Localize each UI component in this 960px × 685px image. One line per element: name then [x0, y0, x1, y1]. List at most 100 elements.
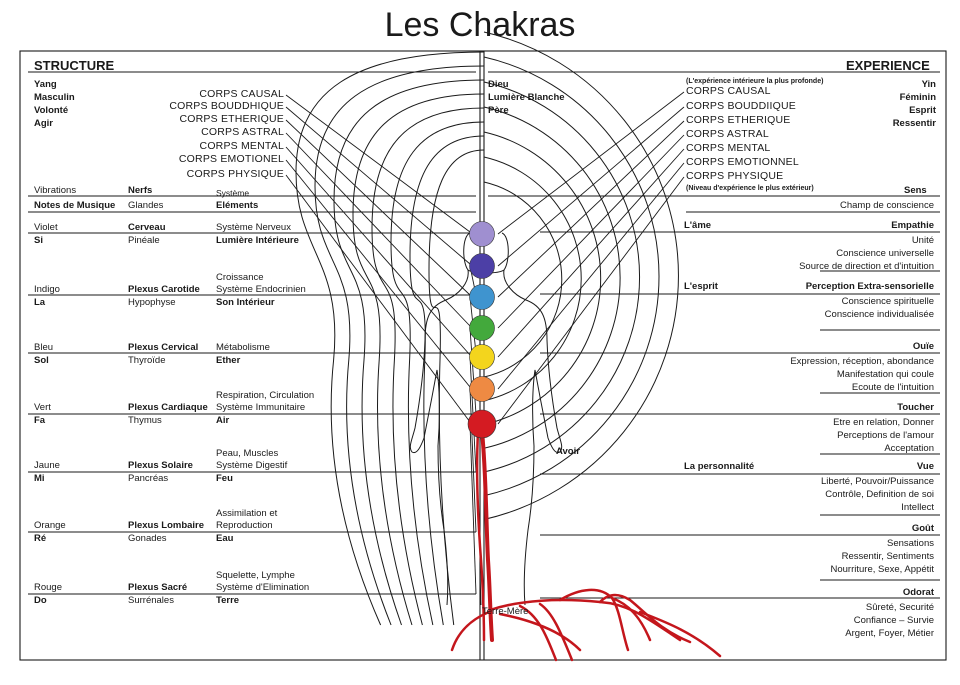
quality-yang: Yang — [34, 79, 57, 90]
sense-line: Argent, Foyer, Métier — [845, 628, 934, 639]
chakra-dots — [467, 221, 497, 439]
pere-label: Père — [488, 105, 509, 116]
chakra-dot — [467, 409, 497, 439]
music-note: Do — [34, 595, 47, 606]
sense-line: Liberté, Pouvoir/Puissance — [820, 476, 934, 487]
chakra-dot — [469, 344, 495, 370]
sense-line: Conscience universelle — [836, 248, 934, 259]
systeme: Peau, Muscles Système Digestif — [216, 448, 288, 471]
nerf: Plexus Lombaire — [128, 520, 205, 531]
right-body-label: CORPS BOUDDIIQUE — [686, 100, 796, 112]
root-system — [450, 430, 722, 662]
music-note: Ré — [34, 533, 47, 544]
sense-line: Ressentir, Sentiments — [841, 551, 934, 562]
col-nerfs: Nerfs — [128, 185, 153, 196]
sense-title: Goût — [911, 523, 934, 534]
sense-line: Sûreté, Securité — [865, 602, 934, 613]
nerf: Plexus Solaire — [128, 460, 193, 471]
quality-feminin: Féminin — [899, 92, 936, 103]
glande: Pinéale — [128, 235, 160, 246]
dieu-label: Dieu — [488, 79, 509, 90]
nerf: Plexus Cardiaque — [128, 402, 208, 413]
glande: Hypophyse — [128, 297, 176, 308]
sense-title: Ouïe — [912, 341, 934, 352]
col-elements: Eléments — [216, 200, 259, 211]
chakra-color: Rouge — [34, 582, 62, 593]
sense-line: Perceptions de l'amour — [837, 430, 934, 441]
page-title: Les Chakras — [384, 6, 576, 44]
sense-line: Source de direction et d'intuition — [799, 261, 934, 272]
left-qualities: Yang Masculin Volonté Agir — [34, 78, 75, 130]
sense-line: Conscience individualisée — [824, 309, 934, 320]
left-body-label: CORPS ASTRAL — [201, 126, 284, 138]
systeme: Système Nerveux — [216, 222, 291, 233]
col-notes: Notes de Musique — [34, 200, 116, 211]
right-qualities: Yin Féminin Esprit Ressentir — [880, 78, 936, 130]
chakra-dot — [469, 253, 495, 279]
dieu-block: Dieu Lumière Blanche Père — [488, 78, 565, 117]
chakra-color: Orange — [34, 520, 66, 531]
right-body-label: CORPS ETHERIQUE — [686, 114, 791, 126]
music-note: Mi — [34, 473, 45, 484]
left-body-label: CORPS PHYSIQUE — [186, 168, 284, 180]
chakra-color: Jaune — [34, 460, 60, 471]
left-body-label: CORPS CAUSAL — [199, 88, 284, 100]
sense-line: Acceptation — [884, 443, 934, 454]
sense-line: Etre en relation, Donner — [833, 417, 934, 428]
glande: Thyroïde — [128, 355, 166, 366]
left-body-label: CORPS ETHERIQUE — [179, 113, 284, 125]
chakra-color: Indigo — [34, 284, 60, 295]
sense-title: Toucher — [897, 402, 934, 413]
chakra-color: Violet — [34, 222, 58, 233]
right-body-label: CORPS MENTAL — [686, 142, 771, 154]
left-body-label: CORPS MENTAL — [199, 140, 284, 152]
quality-ressentir: Ressentir — [892, 118, 936, 129]
nerf: Plexus Carotide — [128, 284, 200, 295]
left-body-label: CORPS BOUDDHIQUE — [169, 100, 284, 112]
quality-masculin: Masculin — [34, 92, 75, 103]
music-note: La — [34, 297, 46, 308]
element: Terre — [216, 595, 240, 606]
systeme: Assimilation et Reproduction — [216, 508, 278, 531]
avoir-label: Avoir — [556, 446, 580, 457]
nerf: Plexus Cervical — [128, 342, 199, 353]
music-note: Si — [34, 235, 43, 246]
nerf: Cerveau — [128, 222, 166, 233]
col-glandes: Glandes — [128, 200, 164, 211]
music-note: Fa — [34, 415, 46, 426]
level-esprit: L'esprit — [684, 281, 718, 292]
element: Feu — [216, 473, 233, 484]
champ-label: Champ de conscience — [840, 200, 934, 211]
sens-label: Sens — [904, 185, 927, 196]
col-vibrations: Vibrations — [34, 185, 77, 196]
element: Lumière Intérieure — [216, 235, 299, 246]
glande: Pancréas — [128, 473, 169, 484]
glande: Gonades — [128, 533, 167, 544]
sense-title: Perception Extra-sensorielle — [805, 281, 934, 292]
chakra-dot — [469, 221, 495, 247]
level-ame: L'âme — [684, 220, 712, 231]
glande: Surrénales — [128, 595, 174, 606]
chakra-dot — [469, 315, 495, 341]
level-personnalite: La personnalité — [684, 461, 755, 472]
systeme: Croissance Système Endocrinien — [216, 272, 306, 295]
col-systeme: Système — [216, 188, 250, 198]
bottom-note: (Niveau d'expérience le plus extérieur) — [686, 185, 814, 192]
sense-line: Ecoute de l'intuition — [851, 382, 934, 393]
right-body-label: CORPS CAUSAL — [686, 85, 771, 97]
sense-line: Unité — [911, 235, 934, 246]
quality-yin: Yin — [921, 79, 936, 90]
quality-esprit: Esprit — [909, 105, 936, 116]
sense-title: Empathie — [891, 220, 934, 231]
sense-line: Sensations — [886, 538, 934, 549]
frame — [19, 50, 947, 661]
chakra-color: Bleu — [34, 342, 54, 353]
quality-agir: Agir — [34, 118, 53, 129]
element: Son Intérieur — [216, 297, 275, 308]
